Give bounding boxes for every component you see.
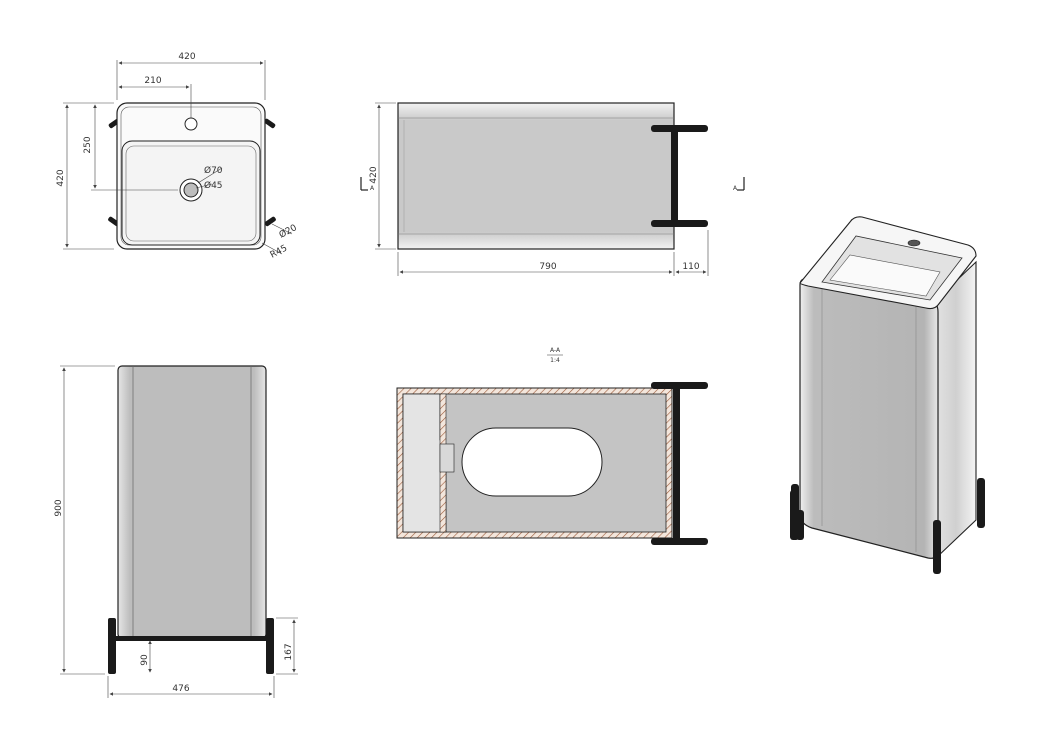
front-body (117, 365, 267, 639)
svg-text:A: A (370, 185, 375, 192)
section-title: A-A (550, 347, 561, 354)
side-body (397, 102, 675, 250)
dim-top-half-label: 210 (144, 76, 161, 86)
dim-front-gap-label: 90 (140, 654, 150, 666)
dim-front-height-label: 900 (54, 499, 64, 516)
dim-top-width-label: 420 (178, 52, 195, 62)
svg-text:A: A (733, 185, 738, 192)
front-legs (108, 618, 274, 674)
dim-top-height-label: 420 (56, 169, 66, 186)
dim-top-half: 210 (118, 76, 192, 118)
dim-side-length-label: 790 (539, 262, 556, 272)
iso-front-face (799, 278, 939, 559)
top-view: 420 210 420 250 Ø70 Ø45 Ø20 R45 (56, 52, 299, 261)
dim-side-leg-label: 110 (682, 262, 699, 272)
dim-top-tap: 250 (83, 104, 178, 191)
front-view: 900 90 167 476 (54, 365, 298, 698)
dim-front-width-label: 476 (172, 684, 189, 694)
dim-front-width: 476 (107, 676, 275, 698)
section-marker-right: A (733, 177, 745, 192)
drain-inner (183, 182, 199, 198)
side-legs (651, 125, 708, 227)
dim-side-height-label: 420 (369, 166, 379, 183)
section-marker-left: A (360, 177, 375, 192)
dim-top-height: 420 (56, 102, 114, 250)
dim-drain-outer-label: Ø70 (204, 165, 223, 176)
section-opening (461, 427, 603, 497)
dim-side-height: 420 (369, 102, 396, 250)
dim-top-width: 420 (116, 52, 266, 100)
dim-side-length: 790 110 (397, 230, 709, 276)
tap-hole (184, 117, 198, 131)
dim-drain-inner-label: Ø45 (204, 180, 223, 191)
dim-front-gap: 90 (140, 640, 152, 673)
side-view: A A 420 790 110 (360, 102, 745, 276)
section-view: A-A 1:4 (396, 347, 708, 545)
section-scale: 1:4 (550, 357, 560, 364)
dim-top-tap-label: 250 (83, 136, 93, 153)
dim-front-leg: 167 (276, 617, 298, 675)
isometric-view (790, 216, 985, 574)
iso-tap-hole (907, 239, 921, 247)
dim-corner-radius-label: R45 (269, 244, 289, 261)
dim-leg-diameter-label: Ø20 (277, 222, 299, 241)
dim-front-leg-label: 167 (284, 643, 294, 660)
section-legs (651, 382, 708, 545)
dim-front-height: 900 (54, 365, 115, 675)
